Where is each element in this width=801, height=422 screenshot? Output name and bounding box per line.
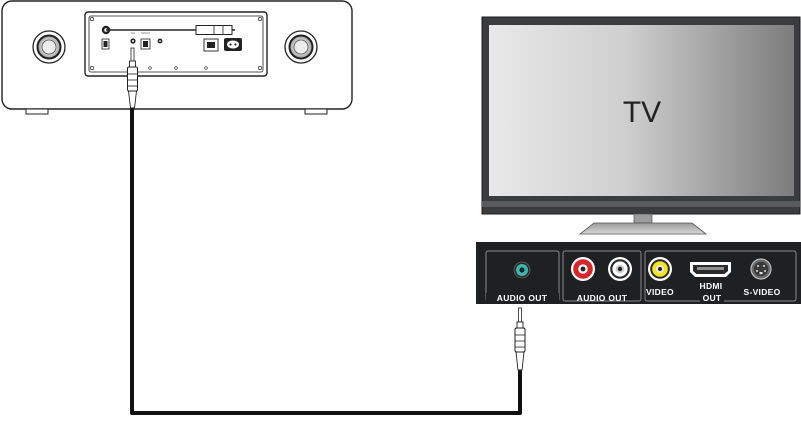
rca-yellow-jack[interactable]: [648, 257, 672, 281]
radio-knob-left: [33, 31, 65, 63]
rca-red-jack[interactable]: [571, 257, 595, 281]
cable-plug-source: [515, 308, 525, 370]
tv-stand: [580, 214, 706, 234]
radio-rear-panel: [85, 12, 267, 76]
radio-device: [2, 1, 352, 114]
radio-knob-right: [285, 31, 317, 63]
video-out-label: OUT: [703, 293, 722, 303]
hdmi-port[interactable]: [690, 262, 731, 277]
radio-foot-left: [26, 109, 48, 114]
rca-audio-out-label: AUDIO OUT: [577, 293, 628, 303]
ac-power-socket[interactable]: [224, 38, 242, 51]
output-panel: AUDIO OUT AUDIO OUT: [476, 242, 801, 304]
television: TV: [482, 17, 800, 234]
cable-wire: [132, 108, 520, 413]
svideo-label: S-VIDEO: [743, 287, 780, 297]
aux-audio-out-label: AUDIO OUT: [497, 293, 548, 303]
tv-label: TV: [623, 96, 661, 129]
rca-white-jack[interactable]: [608, 257, 632, 281]
power-switch[interactable]: [204, 39, 218, 51]
video-label: VIDEO: [646, 287, 674, 297]
radio-foot-right: [305, 109, 327, 114]
hdmi-label: HDMI: [700, 281, 723, 291]
svideo-port[interactable]: [751, 259, 771, 279]
